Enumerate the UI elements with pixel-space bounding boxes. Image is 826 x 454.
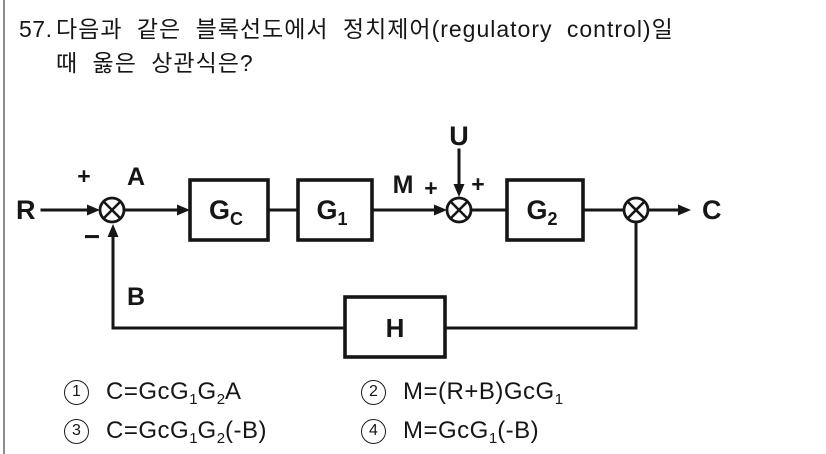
option-4[interactable]: 4 M=GcG1(-B) — [361, 417, 563, 447]
summing-junction-2 — [445, 196, 473, 224]
arrowhead-u-into-sum2 — [453, 184, 465, 197]
arrowhead-into-sum1-bottom — [107, 224, 119, 237]
arrowhead-into-c — [678, 204, 691, 216]
sum1-minus-sign: − — [84, 221, 100, 252]
g1-label: G — [316, 195, 337, 225]
option-4-formula: M=GcG1(-B) — [403, 417, 540, 447]
option-2-part: M=(R+B)GcG — [403, 378, 555, 405]
option-3-part: (-B) — [225, 417, 268, 444]
option-3-part: C=GcG — [106, 417, 190, 444]
option-1-part: A — [225, 378, 242, 405]
h-label: H — [386, 313, 405, 343]
option-1-formula: C=GcG1G2A — [106, 378, 242, 408]
option-1[interactable]: 1 C=GcG1G2A — [64, 378, 361, 408]
option-3[interactable]: 3 C=GcG1G2(-B) — [64, 417, 361, 447]
output-signal-label: C — [702, 195, 722, 225]
arrowhead-into-sum2 — [434, 204, 447, 216]
svg-text:G2: G2 — [526, 195, 557, 229]
disturbance-signal-label: U — [449, 121, 469, 151]
option-3-circled-number: 3 — [64, 418, 89, 444]
summing-junction-1 — [98, 196, 126, 224]
question-text-line2: 때 옳은 상관식은? — [56, 50, 254, 76]
option-2-formula: M=(R+B)GcG1 — [403, 378, 564, 408]
option-4-circled-number: 4 — [361, 418, 386, 444]
option-1-sub: 1 — [189, 391, 198, 408]
option-3-part: G — [197, 417, 217, 444]
option-2[interactable]: 2 M=(R+B)GcG1 — [361, 378, 564, 408]
option-3-sub: 1 — [189, 430, 198, 447]
option-2-sub: 1 — [554, 391, 564, 408]
option-1-part: G — [197, 378, 217, 405]
svg-text:GC: GC — [209, 195, 243, 229]
question-text: 다음과 같은 블록선도에서 정치제어(regulatory control)일 … — [56, 12, 674, 80]
sum1-plus-sign: + — [77, 163, 90, 189]
feedback-signal-label: B — [127, 283, 145, 311]
gc-label: G — [209, 195, 230, 225]
node-a-label: A — [127, 163, 145, 191]
page-left-border — [3, 0, 5, 454]
option-4-part: M=GcG — [403, 417, 489, 444]
process-block-g1: G1 — [296, 178, 374, 242]
svg-text:G1: G1 — [316, 195, 347, 229]
question-text-line1: 다음과 같은 블록선도에서 정치제어(regulatory control)일 — [56, 16, 674, 42]
manipulated-signal-label: M — [393, 171, 414, 199]
option-1-circled-number: 1 — [64, 379, 89, 405]
takeoff-junction — [622, 196, 650, 224]
option-1-part: C=GcG — [106, 378, 190, 405]
arrowhead-into-gc — [177, 204, 190, 216]
question-number: 57. — [19, 16, 53, 42]
input-signal-label: R — [16, 195, 36, 225]
option-1-sub: 2 — [216, 391, 226, 408]
option-4-part: (-B) — [497, 417, 540, 444]
sum2-plus-right-sign: + — [471, 171, 484, 197]
block-diagram: R + − A GC G1 M + + U — [16, 121, 722, 359]
question-header: 57. 다음과 같은 블록선도에서 정치제어(regulatory contro… — [19, 12, 809, 80]
gc-subscript: C — [230, 209, 243, 229]
g2-label: G — [526, 195, 547, 225]
g2-subscript: 2 — [548, 209, 558, 229]
arrowhead-into-sum1 — [87, 204, 100, 216]
option-3-formula: C=GcG1G2(-B) — [106, 417, 268, 447]
feedback-block-h: H — [343, 295, 447, 359]
controller-block-gc: GC — [188, 178, 270, 242]
option-3-sub: 2 — [216, 430, 226, 447]
option-4-sub: 1 — [488, 430, 498, 447]
sum2-plus-left-sign: + — [424, 175, 437, 201]
option-2-circled-number: 2 — [361, 379, 386, 405]
process-block-g2: G2 — [505, 178, 585, 242]
answer-options: 1 C=GcG1G2A 2 M=(R+B)GcG1 3 C=GcG1G2(-B)… — [64, 378, 564, 447]
g1-subscript: 1 — [338, 209, 348, 229]
